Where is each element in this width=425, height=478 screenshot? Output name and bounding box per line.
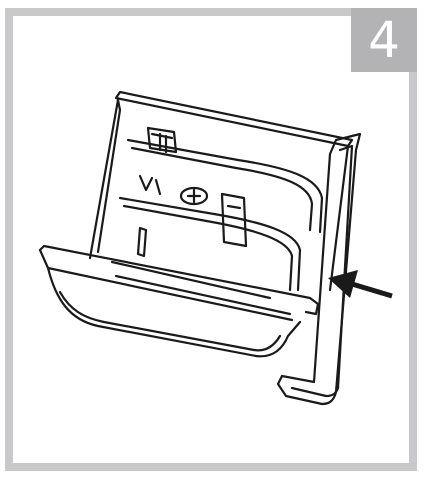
drawer-body (46, 266, 302, 358)
divider-top-inner (130, 146, 314, 232)
drawer-front-lip (38, 244, 320, 316)
pointer-arrow-icon (328, 270, 393, 299)
step-number-badge: 4 (351, 8, 417, 72)
marking-detergent (138, 174, 162, 196)
divider-mid-inner (122, 204, 294, 292)
figure-border (5, 8, 417, 471)
divider-top (126, 138, 324, 234)
liquid-insert (220, 192, 248, 248)
drawer-back-lip (114, 90, 354, 148)
divider-mid (118, 196, 302, 292)
softener-cap (146, 126, 178, 154)
level-indicator (179, 186, 209, 206)
drawer-left-wall (96, 98, 122, 254)
drawer-back-rim (88, 98, 350, 292)
siphon-tab (136, 226, 148, 258)
